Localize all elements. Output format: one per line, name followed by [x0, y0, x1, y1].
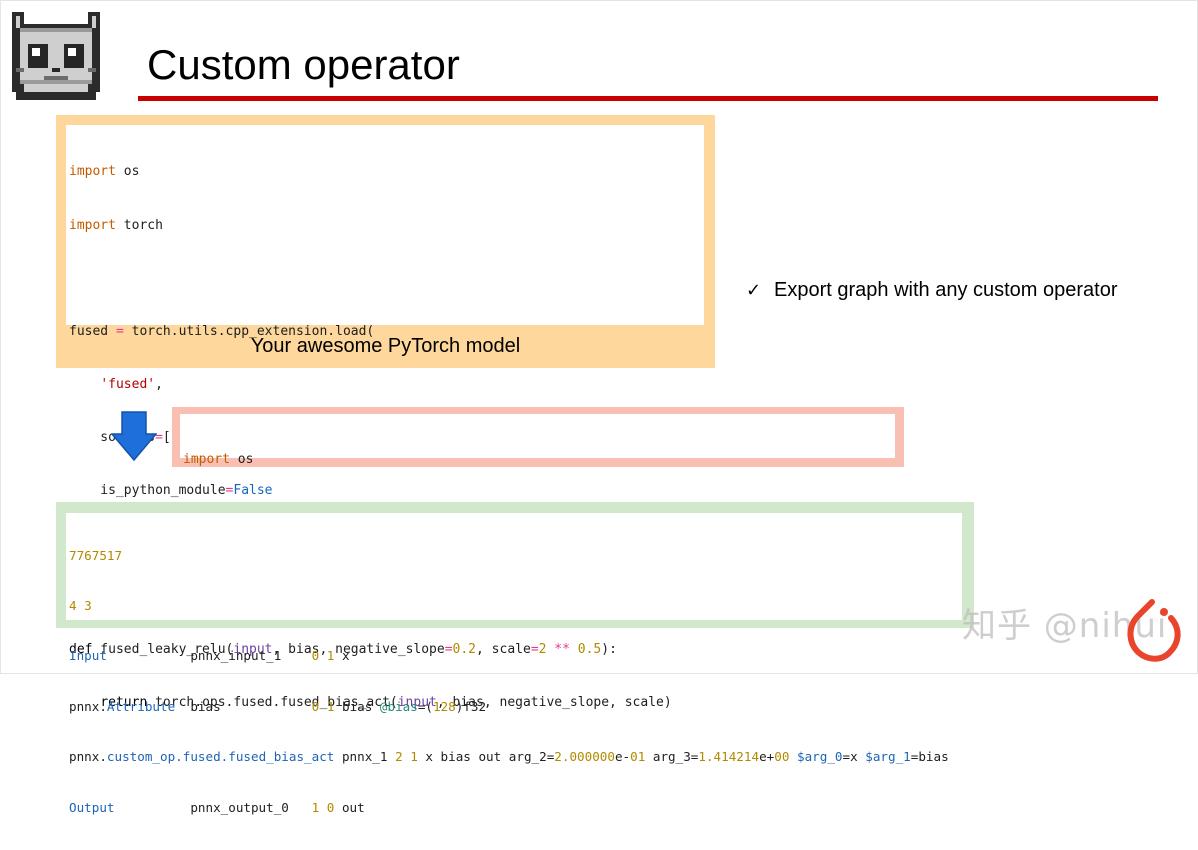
code-line: Input pnnx_input_1 0 1 x — [69, 648, 350, 664]
code-line: 4 3 — [69, 597, 92, 613]
export-command-code: import os os.system("pnnx fcs_net.pt cus… — [180, 414, 895, 520]
pnnx-param-code: 7767517 4 3 Input pnnx_input_1 0 1 x pnn… — [66, 513, 962, 815]
code-line: pnnx.Attribute bias 0 1 bias @bias=(128)… — [69, 698, 487, 714]
bullet-text: Export graph with any custom operator — [774, 279, 1118, 301]
checkmark-icon: ✓ — [746, 280, 762, 301]
down-arrow-icon — [110, 411, 158, 466]
bullet-item: ✓ Export graph with any custom operator — [746, 278, 1118, 303]
title-underline — [138, 96, 1158, 101]
code-line: def fused_leaky_relu(input, bias, negati… — [69, 642, 617, 658]
code-line — [69, 270, 704, 288]
code-line: import torch — [69, 217, 163, 233]
code-line: import os — [69, 164, 140, 180]
torch-model-panel: import os import torch fused = torch.uti… — [56, 115, 715, 710]
code-line: is_python_module=False — [69, 482, 273, 498]
export-command-panel: import os os.system("pnnx fcs_net.pt cus… — [172, 407, 904, 520]
code-line: import os — [183, 452, 254, 467]
pytorch-flame-icon — [1122, 598, 1182, 667]
code-line: 7767517 — [69, 547, 123, 563]
pixel-cat-icon — [12, 12, 100, 105]
code-line: pnnx.custom_op.fused.fused_bias_act pnnx… — [69, 749, 949, 765]
pnnx-param-panel: 7767517 4 3 Input pnnx_input_1 0 1 x pnn… — [56, 502, 974, 815]
code-line: Output pnnx_output_0 1 0 out — [69, 799, 365, 815]
code-line: fused = torch.utils.cpp_extension.load( — [69, 323, 375, 339]
panel-caption: Your awesome PyTorch model — [250, 335, 521, 357]
code-line: 'fused', — [100, 376, 163, 392]
torch-model-code: import os import torch fused = torch.uti… — [66, 125, 704, 710]
slide-title: Custom operator — [147, 41, 460, 88]
